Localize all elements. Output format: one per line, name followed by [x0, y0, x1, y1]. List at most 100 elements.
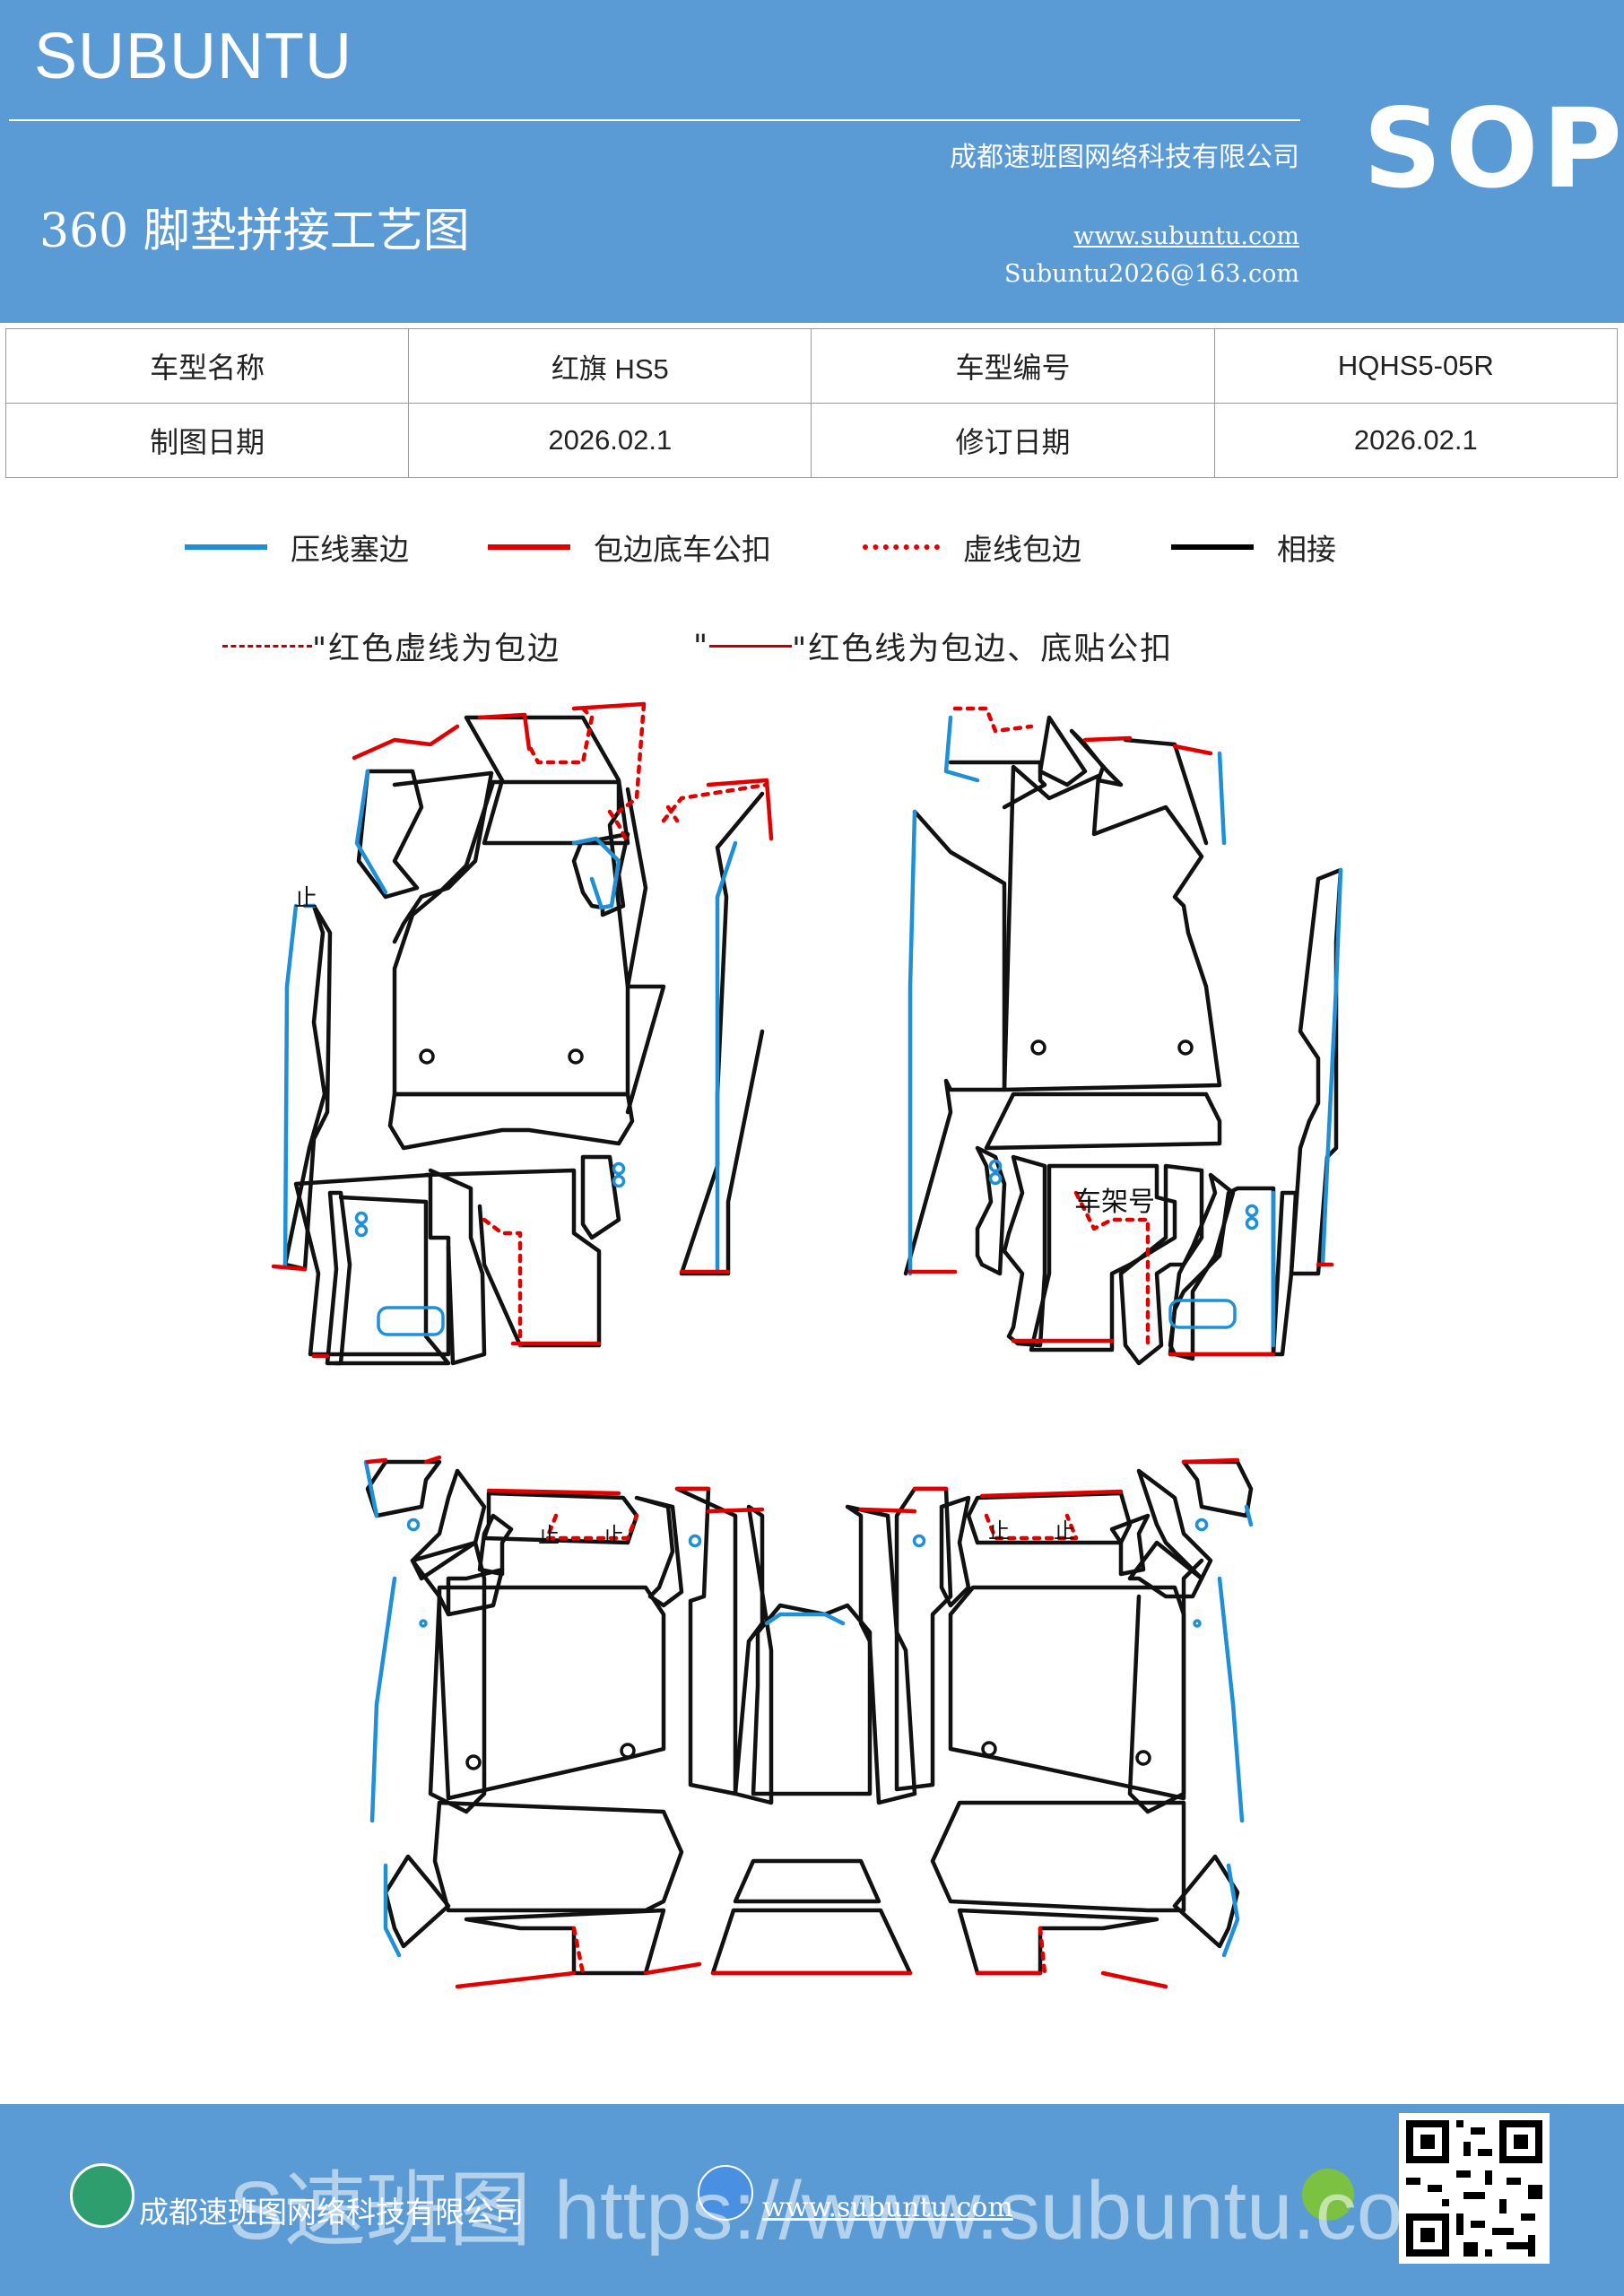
hole [620, 1743, 636, 1759]
mat-piece [751, 1603, 873, 1796]
legend-swatch [1171, 544, 1254, 550]
mat-piece [1109, 1513, 1151, 1577]
rear-mat-group [365, 1459, 1254, 1976]
mat-piece [939, 1495, 971, 1608]
mat-piece [1289, 867, 1343, 1276]
hole [419, 1048, 435, 1065]
legend-label: 相接 [1277, 532, 1336, 567]
mat-piece [334, 1195, 451, 1366]
header-banner [0, 0, 1624, 323]
front-right-mat-group [903, 715, 1343, 1366]
press-line-edges [282, 715, 1343, 1958]
footer-company: 成都速班图网络科技有限公司 [139, 2195, 524, 2230]
mat-piece [437, 1567, 505, 1617]
model-name-value: 红旗 HS5 [408, 328, 812, 404]
brand-logo: SUBUNTU [34, 21, 353, 92]
note-text: "红色虚线为包边 [312, 631, 561, 667]
up-mark: 止 [1054, 1518, 1075, 1544]
mat-piece [948, 760, 1047, 810]
sop-label: SOP [1363, 85, 1624, 213]
footer-website-link[interactable]: www.subuntu.com [762, 2192, 1013, 2223]
legend-label: 虚线包边 [963, 532, 1081, 567]
note-solid: " "红色线为包边、底贴公扣 [693, 623, 1173, 669]
mat-piece [634, 1495, 684, 1608]
qr-code[interactable] [1399, 2113, 1550, 2264]
table-row: 车型名称 红旗 HS5 车型编号 HQHS5-05R [4, 328, 1619, 404]
note-dashed: "红色虚线为包边 [222, 623, 560, 669]
mat-piece [392, 779, 630, 1097]
globe-icon [698, 2165, 753, 2221]
mat-piece [392, 770, 494, 944]
mat-piece [625, 787, 666, 1115]
hole [568, 1048, 584, 1065]
model-code-label: 车型编号 [811, 328, 1215, 404]
mat-piece [1123, 737, 1209, 846]
mat-piece [948, 1585, 1186, 1801]
mat-piece [1136, 1468, 1213, 1581]
mat-piece [1127, 1540, 1204, 1599]
note-swatch [709, 645, 793, 648]
wechat-icon [1302, 2169, 1354, 2221]
dotted-edges [482, 701, 1151, 1976]
mat-piece [903, 809, 1007, 1276]
mat-piece [845, 1504, 917, 1805]
revise-date-label: 修订日期 [811, 403, 1215, 478]
legend-swatch [863, 544, 940, 550]
mat-piece [571, 831, 630, 918]
mat-piece [356, 769, 424, 900]
legend-item-edge-buckle: 包边底车公扣 [488, 525, 771, 570]
hole [465, 1754, 482, 1770]
vehicle-info-table: 车型名称 红旗 HS5 车型编号 HQHS5-05R 制图日期 2026.02.… [4, 328, 1619, 478]
mat-piece [1181, 1459, 1254, 1518]
mat-piece [387, 1091, 635, 1151]
legend-swatch [488, 544, 570, 550]
mat-piece [365, 1459, 442, 1518]
up-mark: 止 [988, 1518, 1010, 1544]
mat-piece [482, 1491, 639, 1545]
mat-piece [293, 1172, 451, 1357]
mat-piece [679, 791, 765, 1276]
website-link[interactable]: www.subuntu.com [1073, 222, 1299, 250]
mat-piece [325, 1190, 352, 1366]
legend-item-joined: 相接 [1171, 525, 1336, 570]
watermark: S速班图 https://www.subuntu.com [229, 2165, 1472, 2257]
mat-piece [710, 1908, 913, 1976]
qr-code-graphic [1399, 2113, 1550, 2264]
revise-date-value: 2026.02.1 [1213, 403, 1619, 478]
hole [1135, 1750, 1151, 1766]
home-icon [70, 2163, 135, 2228]
mat-piece [984, 1091, 1222, 1151]
mat-piece [410, 1468, 487, 1581]
mat-piece [477, 1513, 514, 1577]
edge-buckle-edges [271, 701, 1334, 1989]
note-text: "红色线为包边、底贴公扣 [792, 631, 1174, 667]
draw-date-value: 2026.02.1 [408, 403, 812, 478]
email-address: Subuntu2026@163.com [1004, 260, 1299, 288]
mounting-holes [419, 1039, 1194, 1770]
up-mark: 止 [603, 1523, 624, 1548]
table-row: 制图日期 2026.02.1 修订日期 2026.02.1 [4, 403, 1619, 478]
mat-piece [1002, 764, 1222, 1092]
note-prefix: " [693, 628, 710, 665]
mat-piece [733, 1858, 881, 1904]
legend-label: 压线塞边 [291, 532, 409, 567]
legend-item-press-line: 压线塞边 [185, 525, 409, 570]
mat-piece [1038, 715, 1088, 787]
mat-piece [432, 1800, 684, 1913]
clip-icons [354, 1159, 1259, 1628]
mat-piece [930, 1800, 1186, 1913]
hole [1177, 1039, 1194, 1056]
legend-swatch [185, 544, 267, 550]
mat-piece [674, 1486, 738, 1796]
legend-label: 包边底车公扣 [594, 532, 771, 567]
mat-piece [423, 1168, 602, 1348]
mat-piece [1271, 1190, 1298, 1357]
mat-piece [957, 1908, 1159, 1976]
model-name-label: 车型名称 [4, 328, 410, 404]
header-divider [9, 119, 1300, 121]
front-left-mat-group [282, 715, 765, 1366]
frame-number-label: 车架号 [1074, 1187, 1155, 1218]
company-name: 成都速班图网络科技有限公司 [950, 142, 1299, 173]
legend-item-dotted-edge: 虚线包边 [863, 525, 1081, 570]
draw-date-label: 制图日期 [4, 403, 410, 478]
